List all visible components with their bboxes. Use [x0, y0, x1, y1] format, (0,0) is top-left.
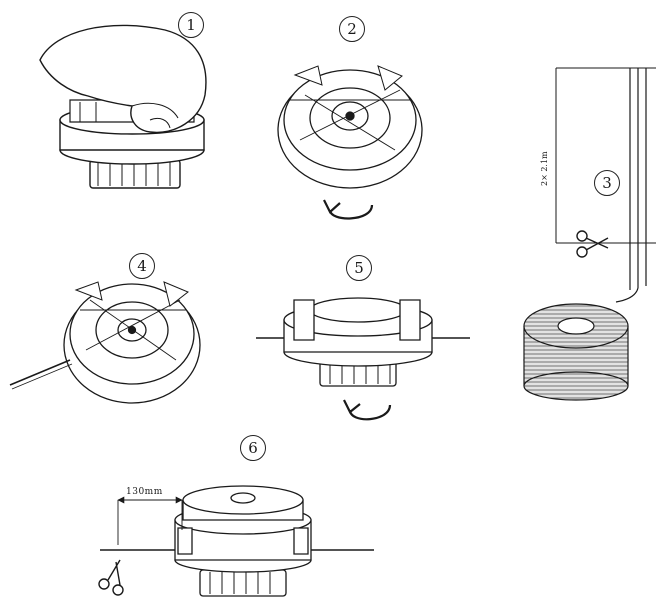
step-number-1: 1 [178, 12, 204, 38]
line-coil-icon [524, 304, 628, 400]
step-number-4: 4 [129, 253, 155, 279]
scissors-icon [577, 231, 608, 257]
line-length-130mm-label: 130mm [126, 487, 163, 497]
hand-icon [40, 25, 206, 132]
scissors-icon [99, 560, 123, 595]
step2-spool-illustration [278, 66, 422, 218]
step-number-3: 3 [594, 170, 620, 196]
step6-head-illustration [99, 486, 374, 596]
step3-line-illustration [524, 68, 656, 400]
step-number-6: 6 [240, 435, 266, 461]
step-number-5: 5 [346, 255, 372, 281]
step5-spool-illustration [256, 298, 470, 419]
rotate-arrow-icon [324, 200, 372, 218]
line-length-label: 2× 2.1m [540, 151, 549, 186]
rotate-arrow-icon [344, 400, 390, 419]
step1-spool-illustration [40, 25, 206, 188]
step4-spool-illustration [10, 282, 200, 403]
step-number-2: 2 [339, 16, 365, 42]
